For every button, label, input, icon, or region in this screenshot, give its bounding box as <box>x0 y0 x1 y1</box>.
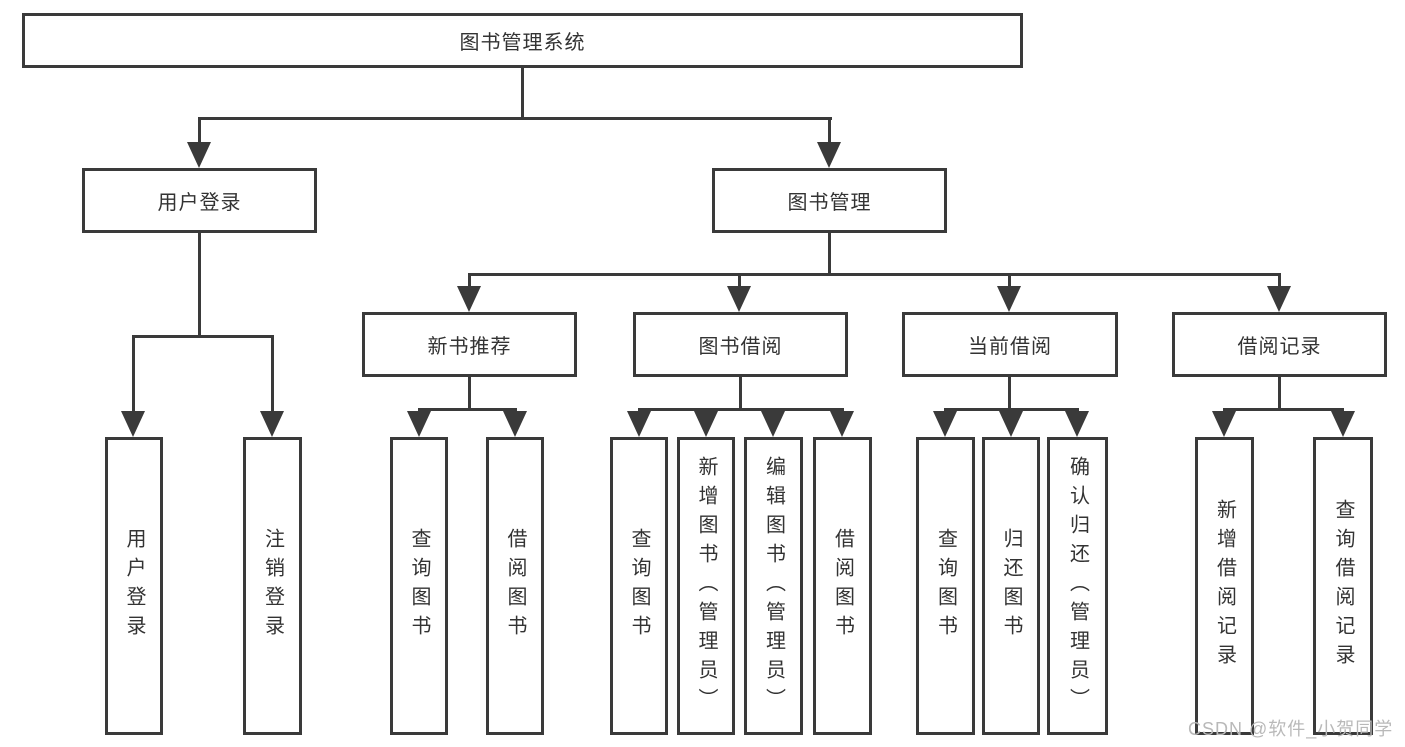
node-new-book-recommend-label: 新书推荐 <box>427 336 512 358</box>
arrow-down-icon <box>830 411 854 437</box>
arrow-down-icon <box>503 411 527 437</box>
arrow-down-icon <box>761 411 785 437</box>
node-root: 图书管理系统 <box>22 13 1023 68</box>
leaf-query-books-recommend-label: 查询图书 <box>408 528 430 644</box>
arrow-down-icon <box>997 286 1021 312</box>
node-book-borrow: 图书借阅 <box>633 312 848 377</box>
connector-line <box>198 233 201 335</box>
leaf-query-borrow-record: 查询借阅记录 <box>1313 437 1373 735</box>
watermark: CSDN @软件_小贺同学 <box>1188 719 1394 739</box>
connector-line <box>1278 276 1281 288</box>
leaf-logout-label: 注销登录 <box>261 528 284 644</box>
leaf-add-books-admin: 新增图书（管理员） <box>677 437 735 735</box>
arrow-down-icon <box>627 411 651 437</box>
arrow-down-icon <box>121 411 145 437</box>
connector-line <box>944 408 1079 411</box>
leaf-add-books-admin-label: 新增图书（管理员） <box>695 455 717 717</box>
connector-line <box>271 338 274 413</box>
arrow-down-icon <box>694 411 718 437</box>
arrow-down-icon <box>933 411 957 437</box>
leaf-query-books-current-label: 查询图书 <box>934 528 957 644</box>
node-borrow-records: 借阅记录 <box>1172 312 1387 377</box>
connector-line <box>468 273 1281 276</box>
arrow-down-icon <box>260 411 284 437</box>
connector-line <box>1278 377 1281 408</box>
leaf-borrow-books-recommend: 借阅图书 <box>486 437 544 735</box>
node-user-login: 用户登录 <box>82 168 317 233</box>
arrow-down-icon <box>1212 411 1236 437</box>
connector-line <box>132 338 135 413</box>
connector-line <box>468 377 471 408</box>
leaf-return-books-label: 归还图书 <box>1000 528 1022 644</box>
node-user-login-label: 用户登录 <box>157 192 242 214</box>
leaf-borrow-books: 借阅图书 <box>813 437 872 735</box>
connector-line <box>132 335 274 338</box>
node-new-book-recommend: 新书推荐 <box>362 312 577 377</box>
leaf-edit-books-admin-label: 编辑图书（管理员） <box>762 455 785 717</box>
node-book-borrow-label: 图书借阅 <box>698 336 783 358</box>
leaf-query-books-borrow: 查询图书 <box>610 437 668 735</box>
leaf-query-books-borrow-label: 查询图书 <box>628 528 650 644</box>
leaf-confirm-return-admin-label: 确认归还（管理员） <box>1066 455 1089 717</box>
node-book-management-label: 图书管理 <box>787 192 872 214</box>
connector-line <box>739 377 742 408</box>
arrow-down-icon <box>999 411 1023 437</box>
leaf-add-borrow-record: 新增借阅记录 <box>1195 437 1254 735</box>
arrow-down-icon <box>1267 286 1291 312</box>
connector-line <box>638 408 844 411</box>
node-current-borrow-label: 当前借阅 <box>968 336 1052 358</box>
connector-line <box>468 276 471 288</box>
arrow-down-icon <box>817 142 841 168</box>
leaf-edit-books-admin: 编辑图书（管理员） <box>744 437 803 735</box>
connector-line <box>1008 377 1011 408</box>
node-borrow-records-label: 借阅记录 <box>1237 336 1322 358</box>
connector-line <box>738 276 741 288</box>
connector-line <box>828 120 831 144</box>
arrow-down-icon <box>187 142 211 168</box>
arrow-down-icon <box>1065 411 1089 437</box>
arrow-down-icon <box>457 286 481 312</box>
node-book-management: 图书管理 <box>712 168 947 233</box>
connector-line <box>521 68 524 117</box>
leaf-query-borrow-record-label: 查询借阅记录 <box>1332 499 1354 673</box>
leaf-return-books: 归还图书 <box>982 437 1040 735</box>
connector-line <box>418 408 517 411</box>
leaf-add-borrow-record-label: 新增借阅记录 <box>1213 499 1236 673</box>
connector-line <box>1008 276 1011 288</box>
node-current-borrow: 当前借阅 <box>902 312 1118 377</box>
arrow-down-icon <box>727 286 751 312</box>
leaf-user-login: 用户登录 <box>105 437 163 735</box>
arrow-down-icon <box>1331 411 1355 437</box>
leaf-borrow-books-label: 借阅图书 <box>831 528 854 644</box>
arrow-down-icon <box>407 411 431 437</box>
connector-line <box>198 117 832 120</box>
connector-line <box>828 233 831 273</box>
leaf-logout: 注销登录 <box>243 437 302 735</box>
leaf-query-books-current: 查询图书 <box>916 437 975 735</box>
connector-line <box>1223 408 1344 411</box>
leaf-borrow-books-recommend-label: 借阅图书 <box>504 528 526 644</box>
node-root-label: 图书管理系统 <box>459 32 586 54</box>
leaf-confirm-return-admin: 确认归还（管理员） <box>1047 437 1108 735</box>
leaf-query-books-recommend: 查询图书 <box>390 437 448 735</box>
leaf-user-login-label: 用户登录 <box>123 528 145 644</box>
connector-line <box>198 120 201 144</box>
